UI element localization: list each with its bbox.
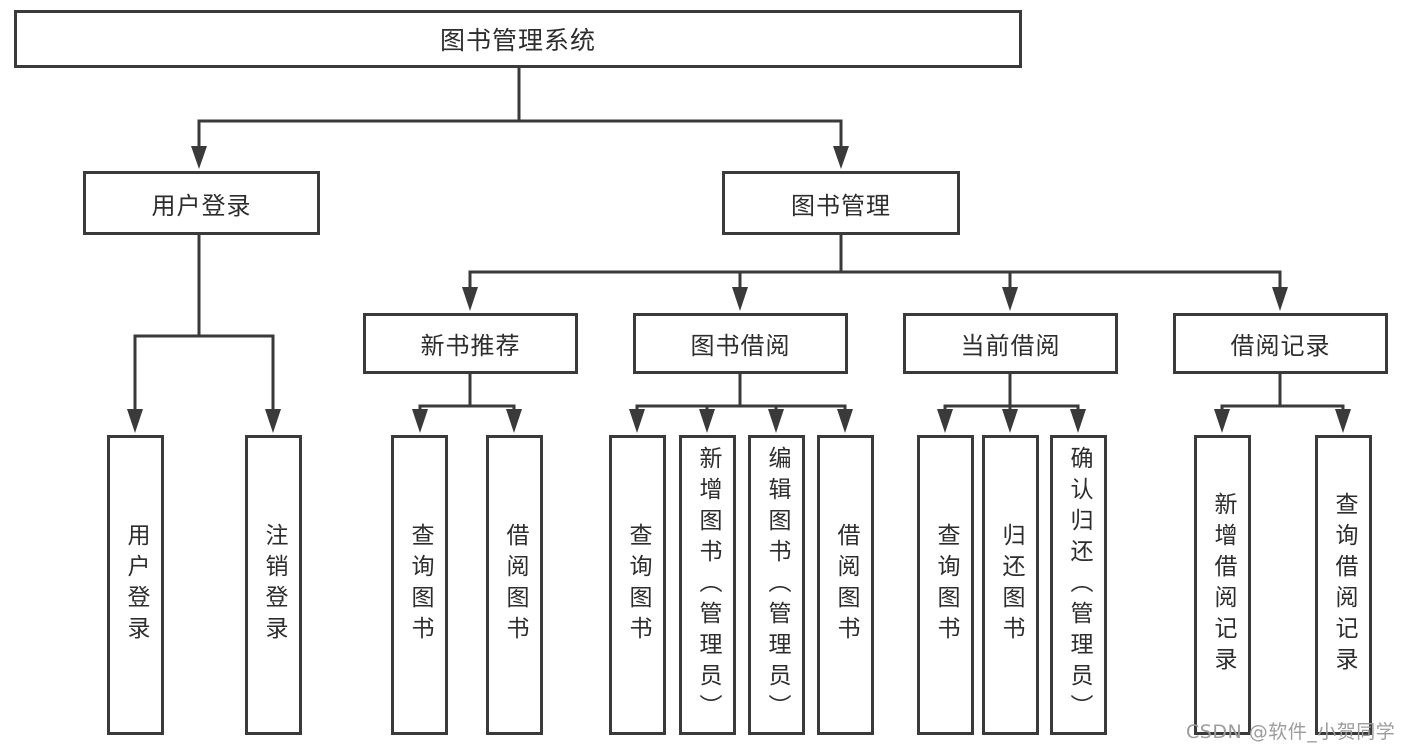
arrow-down-icon — [191, 146, 207, 169]
arrow-down-icon — [837, 409, 853, 433]
leaf-label: 新增图书（管理员） — [695, 445, 721, 725]
leaf-user-login: 用户登录 — [107, 435, 164, 735]
arrow-down-icon — [412, 409, 428, 433]
leaf-label: 归还图书 — [998, 523, 1024, 647]
arrow-down-icon — [699, 409, 715, 433]
leaf-query-borrow-record: 查询借阅记录 — [1315, 435, 1372, 735]
connector-root-to-level1 — [197, 66, 843, 149]
leaf-add-book-admin: 新增图书（管理员） — [679, 435, 736, 735]
node-new-book-recommend: 新书推荐 — [363, 313, 578, 374]
leaf-borrow-books-recommend: 借阅图书 — [486, 435, 543, 735]
node-borrow-records: 借阅记录 — [1173, 313, 1388, 374]
leaf-query-books-borrow: 查询图书 — [609, 435, 666, 735]
arrow-down-icon — [265, 409, 281, 433]
arrow-down-icon — [1335, 409, 1351, 433]
leaf-label: 新增借阅记录 — [1210, 492, 1236, 678]
arrow-down-icon — [1070, 409, 1086, 433]
leaf-label: 查询图书 — [407, 523, 433, 647]
connector-borrow-records-to-leaves — [1220, 372, 1345, 412]
arrowheads — [127, 146, 1351, 433]
arrow-down-icon — [833, 146, 849, 169]
arrow-down-icon — [127, 409, 143, 433]
leaf-borrow-books: 借阅图书 — [817, 435, 874, 735]
arrow-down-icon — [1272, 287, 1288, 311]
leaf-edit-book-admin: 编辑图书（管理员） — [748, 435, 805, 735]
leaf-label: 查询图书 — [933, 523, 959, 647]
node-book-borrow: 图书借阅 — [633, 313, 848, 374]
arrow-down-icon — [937, 409, 953, 433]
leaf-label: 编辑图书（管理员） — [764, 445, 790, 725]
connector-new-book-recommend-to-leaves — [418, 372, 516, 412]
leaf-label: 借阅图书 — [502, 523, 528, 647]
leaf-logout: 注销登录 — [245, 435, 302, 735]
node-user-login: 用户登录 — [83, 171, 320, 235]
connector-user-login-to-leaves — [133, 233, 275, 412]
node-current-borrow: 当前借阅 — [903, 313, 1118, 374]
node-book-management: 图书管理 — [722, 171, 960, 235]
leaf-query-books-current: 查询图书 — [917, 435, 974, 735]
arrow-down-icon — [629, 409, 645, 433]
arrow-down-icon — [768, 409, 784, 433]
connector-book-management-to-groups — [468, 233, 1282, 290]
arrow-down-icon — [462, 287, 478, 311]
connector-book-borrow-to-leaves — [635, 372, 847, 412]
arrow-down-icon — [1214, 409, 1230, 433]
leaf-add-borrow-record: 新增借阅记录 — [1194, 435, 1251, 735]
leaf-return-book: 归还图书 — [982, 435, 1039, 735]
arrow-down-icon — [1002, 409, 1018, 433]
leaf-confirm-return-admin: 确认归还（管理员） — [1050, 435, 1107, 735]
leaf-label: 查询借阅记录 — [1331, 492, 1357, 678]
connector-current-borrow-to-leaves — [943, 372, 1080, 412]
leaf-label: 借阅图书 — [833, 523, 859, 647]
watermark: CSDN @软件_小贺同学 — [1186, 721, 1396, 743]
arrow-down-icon — [506, 409, 522, 433]
leaf-label: 注销登录 — [261, 523, 287, 647]
leaf-label: 确认归还（管理员） — [1066, 445, 1092, 725]
leaf-label: 用户登录 — [123, 523, 149, 647]
arrow-down-icon — [732, 287, 748, 311]
leaf-label: 查询图书 — [625, 523, 651, 647]
node-root: 图书管理系统 — [14, 10, 1022, 68]
leaf-query-books-recommend: 查询图书 — [391, 435, 448, 735]
arrow-down-icon — [1002, 287, 1018, 311]
